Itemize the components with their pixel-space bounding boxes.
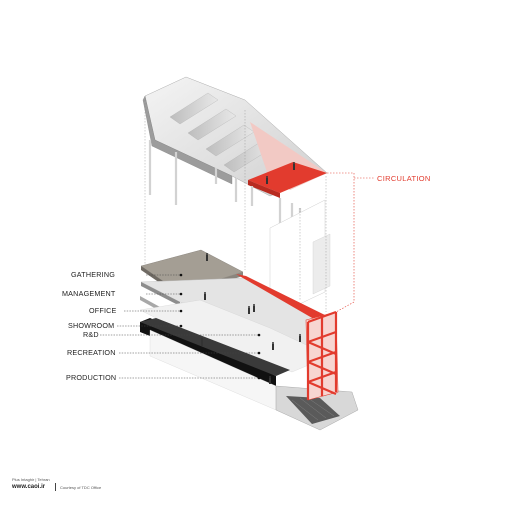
label-circulation: CIRCULATION (377, 174, 431, 183)
alignment-lines (144, 100, 327, 312)
circulation-callout (327, 172, 374, 313)
label-recreation: RECREATION (67, 348, 116, 357)
facade-screen (269, 199, 331, 319)
leader-lines (100, 274, 258, 379)
roof-edge (142, 95, 233, 185)
label-management: MANAGEMENT (62, 289, 116, 298)
circulation-stair-tower (305, 310, 339, 401)
leader-dots (179, 273, 261, 380)
upper-floors (139, 274, 336, 373)
label-rd: R&D (83, 330, 99, 339)
floor-circulation-strip (236, 274, 335, 326)
credit-author: Plus Intaghir | Tehran (12, 477, 50, 482)
roof-people (266, 162, 295, 184)
label-office: OFFICE (89, 306, 117, 315)
label-showroom: SHOWROOM (68, 321, 115, 330)
entrance-ramp (286, 396, 340, 424)
credit-website: www.caoi.ir (12, 484, 46, 490)
roof-level (142, 76, 328, 245)
credit-courtesy: Courtesy of TDC Office (60, 485, 102, 490)
roof-circulation-floor (248, 162, 327, 193)
label-production: PRODUCTION (66, 373, 117, 382)
credit-divider (55, 483, 56, 491)
label-gathering: GATHERING (71, 270, 115, 279)
